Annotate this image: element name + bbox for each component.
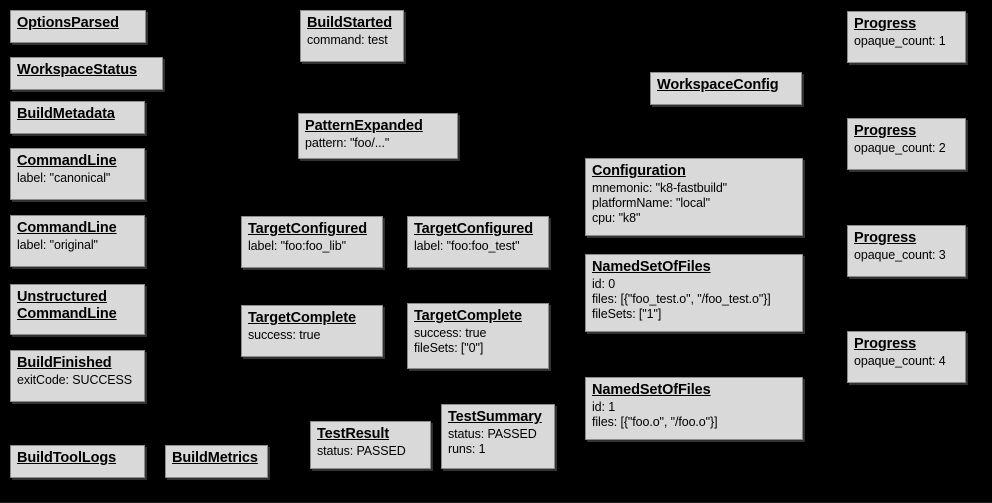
node-title: TargetComplete — [248, 310, 356, 326]
node-command-line-original[interactable]: CommandLine label: "original" — [10, 215, 145, 267]
node-title: TargetConfigured — [414, 221, 533, 237]
node-build-metrics[interactable]: BuildMetrics — [165, 445, 268, 478]
node-build-started[interactable]: BuildStarted command: test — [300, 10, 404, 62]
node-field: files: [{"foo.o", "/foo.o"}] — [592, 414, 718, 429]
node-title: BuildMetadata — [17, 106, 115, 122]
node-field: opaque_count: 2 — [854, 141, 946, 156]
node-configuration[interactable]: Configuration mnemonic: "k8-fastbuild"pla… — [585, 158, 803, 236]
node-field: status: PASSED — [317, 444, 406, 459]
node-options-parsed[interactable]: OptionsParsed — [10, 10, 146, 43]
node-build-finished[interactable]: BuildFinished exitCode: SUCCESS — [10, 350, 145, 402]
node-field: fileSets: ["1"] — [592, 306, 662, 321]
node-field: label: "canonical" — [17, 171, 111, 186]
node-field: label: "original" — [17, 238, 98, 253]
node-title: NamedSetOfFiles — [592, 382, 711, 398]
node-title: BuildToolLogs — [17, 450, 117, 466]
node-title: TargetComplete — [414, 308, 522, 324]
node-title: Progress — [854, 336, 917, 352]
node-title: Unstructured CommandLine — [17, 289, 117, 323]
node-command-line-canonical[interactable]: CommandLine label: "canonical" — [10, 148, 145, 200]
node-progress-1[interactable]: Progress opaque_count: 1 — [847, 11, 966, 63]
node-title: CommandLine — [17, 220, 117, 236]
node-title: BuildStarted — [307, 15, 393, 31]
node-unstructured-command-line[interactable]: Unstructured CommandLine — [10, 284, 145, 335]
node-field: opaque_count: 3 — [854, 248, 946, 263]
node-title: PatternExpanded — [305, 118, 423, 134]
node-field: files: [{"foo_test.o", "/foo_test.o"}] — [592, 291, 771, 306]
node-field: label: "foo:foo_lib" — [248, 239, 346, 254]
node-field: command: test — [307, 33, 388, 48]
node-field: opaque_count: 4 — [854, 354, 946, 369]
node-workspace-config[interactable]: WorkspaceConfig — [650, 72, 802, 105]
node-title: OptionsParsed — [17, 15, 119, 31]
node-title: TestSummary — [448, 409, 542, 425]
node-title: TargetConfigured — [248, 221, 367, 237]
node-pattern-expanded[interactable]: PatternExpanded pattern: "foo/..." — [298, 113, 458, 159]
node-field: cpu: "k8" — [592, 210, 641, 225]
node-title: Progress — [854, 16, 917, 32]
node-target-configured-foo-test[interactable]: TargetConfigured label: "foo:foo_test" — [407, 216, 549, 268]
node-target-configured-foo-lib[interactable]: TargetConfigured label: "foo:foo_lib" — [241, 216, 383, 268]
node-title: TestResult — [317, 426, 390, 442]
node-field: runs: 1 — [448, 441, 486, 456]
node-field: exitCode: SUCCESS — [17, 373, 133, 388]
node-title: CommandLine — [17, 153, 117, 169]
node-field: id: 0 — [592, 277, 616, 292]
node-field: success: true — [414, 326, 487, 341]
node-field: status: PASSED — [448, 427, 537, 442]
node-field: mnemonic: "k8-fastbuild" — [592, 181, 728, 196]
node-progress-4[interactable]: Progress opaque_count: 4 — [847, 331, 966, 383]
node-field: id: 1 — [592, 400, 616, 415]
node-title: Progress — [854, 230, 917, 246]
node-field: pattern: "foo/..." — [305, 136, 390, 151]
node-build-metadata[interactable]: BuildMetadata — [10, 101, 145, 134]
node-field: platformName: "local" — [592, 195, 710, 210]
node-build-tool-logs[interactable]: BuildToolLogs — [10, 445, 145, 478]
node-title: NamedSetOfFiles — [592, 259, 711, 275]
node-title: BuildMetrics — [172, 450, 258, 466]
node-target-complete-foo-lib[interactable]: TargetComplete success: true — [241, 305, 383, 357]
node-title: WorkspaceStatus — [17, 62, 137, 78]
node-title: WorkspaceConfig — [657, 77, 779, 93]
node-progress-2[interactable]: Progress opaque_count: 2 — [847, 118, 966, 170]
node-title: Progress — [854, 123, 917, 139]
node-workspace-status[interactable]: WorkspaceStatus — [10, 57, 163, 90]
node-field: success: true — [248, 328, 321, 343]
node-field: fileSets: ["0"] — [414, 340, 484, 355]
node-test-result[interactable]: TestResult status: PASSED — [310, 421, 431, 469]
node-progress-3[interactable]: Progress opaque_count: 3 — [847, 225, 966, 277]
node-title: Configuration — [592, 163, 686, 179]
node-field: label: "foo:foo_test" — [414, 239, 520, 254]
node-title: BuildFinished — [17, 355, 112, 371]
node-field: opaque_count: 1 — [854, 34, 946, 49]
